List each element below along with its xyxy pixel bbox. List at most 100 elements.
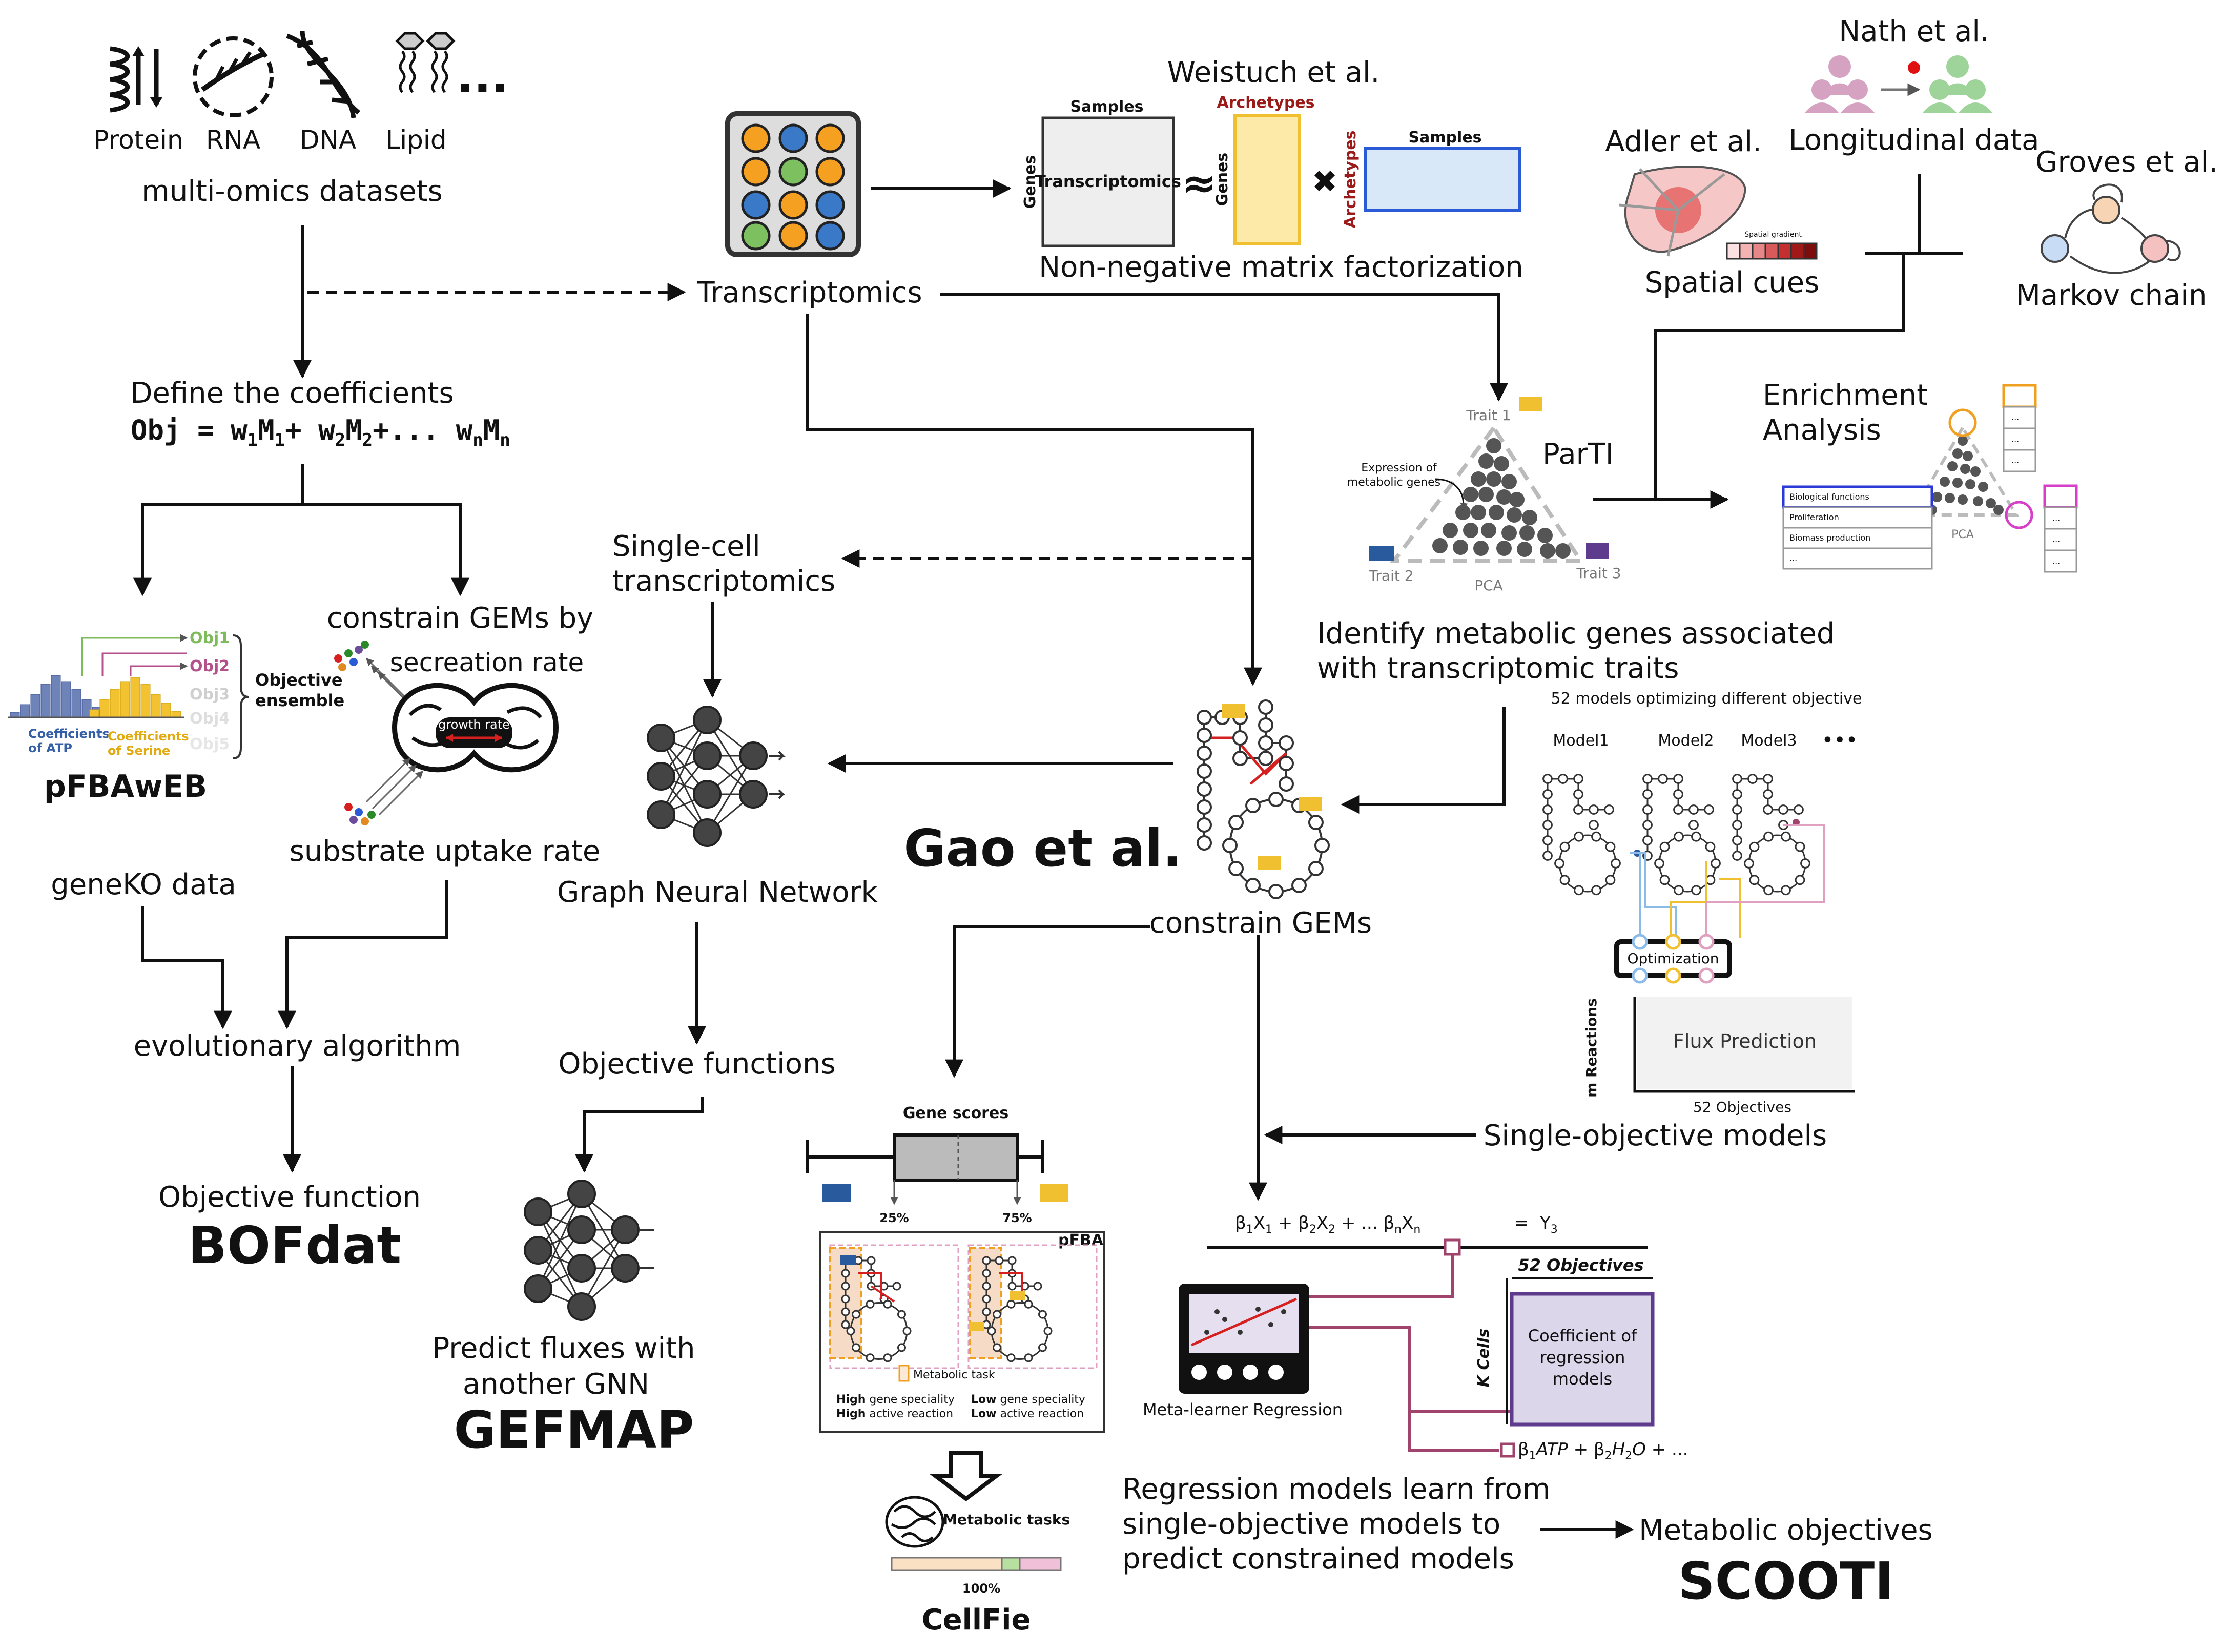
- enrichment-biomass: Biomass production: [1789, 533, 1870, 543]
- gao-gem-node: [1258, 717, 1273, 733]
- scooti-caption-3: predict constrained models: [1122, 1542, 1514, 1576]
- models-block: 52 models optimizing different objective…: [1542, 690, 1862, 1116]
- parti-point: [1522, 510, 1537, 525]
- gao-gem-node: [1197, 746, 1212, 761]
- network-edge: [706, 755, 754, 833]
- gem-node: [1763, 885, 1774, 896]
- enrichment-triangle: [1908, 425, 2020, 517]
- parti-point: [1501, 474, 1517, 489]
- arrow-trans-to-parti: [940, 293, 1508, 402]
- pfba-right-panel: [967, 1244, 1098, 1369]
- objective-lines: [81, 634, 188, 676]
- parti-point: [1496, 541, 1512, 556]
- gao-gem-node: [1258, 699, 1273, 715]
- network-node: [647, 800, 675, 829]
- network-node: [567, 1254, 596, 1283]
- connector-arrows: [133, 174, 1963, 1539]
- parti-point: [1519, 525, 1535, 541]
- optimization-label: Optimization: [1627, 950, 1719, 967]
- dna-icon: [286, 30, 360, 118]
- bofdat-block: geneKO data evolutionary algorithm Objec…: [51, 868, 461, 1275]
- secretion-dots: [334, 641, 369, 671]
- ensemble-label-2: ensemble: [255, 691, 344, 710]
- network-node: [739, 741, 768, 770]
- serine-label-2: of Serine: [108, 744, 170, 758]
- gene-scores-label: Gene scores: [903, 1104, 1008, 1122]
- longitudinal-people-icon: [1805, 55, 1992, 113]
- gao-gem-node: [1228, 815, 1244, 830]
- pfba-left-panel: [829, 1244, 959, 1369]
- single-cell-label-1: Single-cell: [612, 530, 760, 563]
- parti-point: [1443, 523, 1458, 538]
- brain-icon: [885, 1496, 944, 1548]
- connector-to-enrichment: [1654, 254, 1905, 500]
- network-edge: [660, 719, 708, 815]
- flux-axis: [1633, 997, 1855, 1093]
- parti-point: [1471, 505, 1486, 520]
- network-node: [524, 1197, 552, 1226]
- enrichment-cell-1: ...: [2011, 412, 2019, 422]
- gem-node: [1747, 774, 1758, 784]
- enrichment-point: [1965, 479, 1975, 489]
- parti-name: ParTI: [1542, 438, 1614, 471]
- gem-node: [1688, 820, 1699, 830]
- gem-node: [1691, 885, 1701, 896]
- pfba-red-edge: [858, 1272, 895, 1303]
- model-gems: [1542, 774, 1810, 896]
- low-active-label: Low active reaction: [971, 1408, 1084, 1420]
- longitudinal-label: Longitudinal data: [1789, 123, 2040, 157]
- gem-node: [902, 1327, 912, 1335]
- nmf-matrix-transcriptomics: [1041, 116, 1175, 247]
- enrichment-point: [1973, 496, 1983, 506]
- cellfie-name: CellFie: [922, 1603, 1031, 1637]
- network-node: [647, 724, 675, 752]
- network-node: [693, 818, 722, 847]
- gem-node: [1542, 789, 1553, 799]
- gem-node: [1558, 774, 1568, 784]
- gem-node: [1038, 1343, 1047, 1352]
- gem-node: [1591, 885, 1601, 896]
- model1-label: Model1: [1553, 732, 1609, 750]
- gem-node: [1542, 851, 1553, 861]
- gnn-objfun-label: Objective functions: [558, 1047, 835, 1081]
- gem-node: [1573, 789, 1583, 799]
- gem-node: [1778, 804, 1788, 815]
- uptake-arrows: [365, 757, 424, 816]
- pfba-label: pFBA: [1058, 1231, 1104, 1249]
- network-node: [693, 706, 722, 734]
- enrichment-point: [1986, 498, 1996, 508]
- parti-point: [1453, 540, 1468, 555]
- gem-node: [995, 1256, 1004, 1265]
- gem-node: [1658, 774, 1668, 784]
- scooti-connector-3: [1408, 1332, 1499, 1452]
- plate-wells: [741, 123, 845, 251]
- gao-gem-node: [1197, 710, 1212, 725]
- gao-gem-node: [1268, 792, 1284, 807]
- pfbaweb-name: pFBAwEB: [44, 769, 207, 804]
- gem-node: [1763, 789, 1773, 799]
- gem-node: [1749, 875, 1760, 885]
- gem-node: [1611, 858, 1621, 869]
- parti-block: ParTI Trait 1 Trait 2 Trait 3 PCA Expres…: [1317, 397, 1835, 685]
- atp-label-1: Coefficients: [28, 727, 110, 741]
- ensemble-label-1: Objective: [255, 670, 343, 690]
- parti-point: [1486, 471, 1501, 487]
- cellfie-hollow-arrow: [929, 1451, 1003, 1501]
- metabolic-tasks-label: Metabolic tasks: [943, 1511, 1070, 1528]
- nmf-matrix-label: Transcriptomics: [1035, 172, 1181, 191]
- gem-node: [1732, 835, 1742, 845]
- k-cells-label: K Cells: [1475, 1329, 1493, 1387]
- enrichment-point: [1947, 461, 1958, 471]
- network-node: [567, 1215, 596, 1244]
- gao-gem-node: [1245, 798, 1261, 814]
- gem-node: [1542, 774, 1553, 784]
- gem-node: [841, 1269, 850, 1278]
- objective-function-label: Objective function: [158, 1181, 421, 1214]
- gem-node: [1591, 831, 1601, 842]
- define-coefficients-title: Define the coefficients: [130, 377, 454, 410]
- nmf-matrix-samples: [1364, 147, 1521, 212]
- tasks-pct-label: 100%: [962, 1581, 1000, 1596]
- uptake-dots: [344, 803, 376, 825]
- parti-point: [1540, 543, 1555, 559]
- gao-flag-3: [1258, 856, 1281, 870]
